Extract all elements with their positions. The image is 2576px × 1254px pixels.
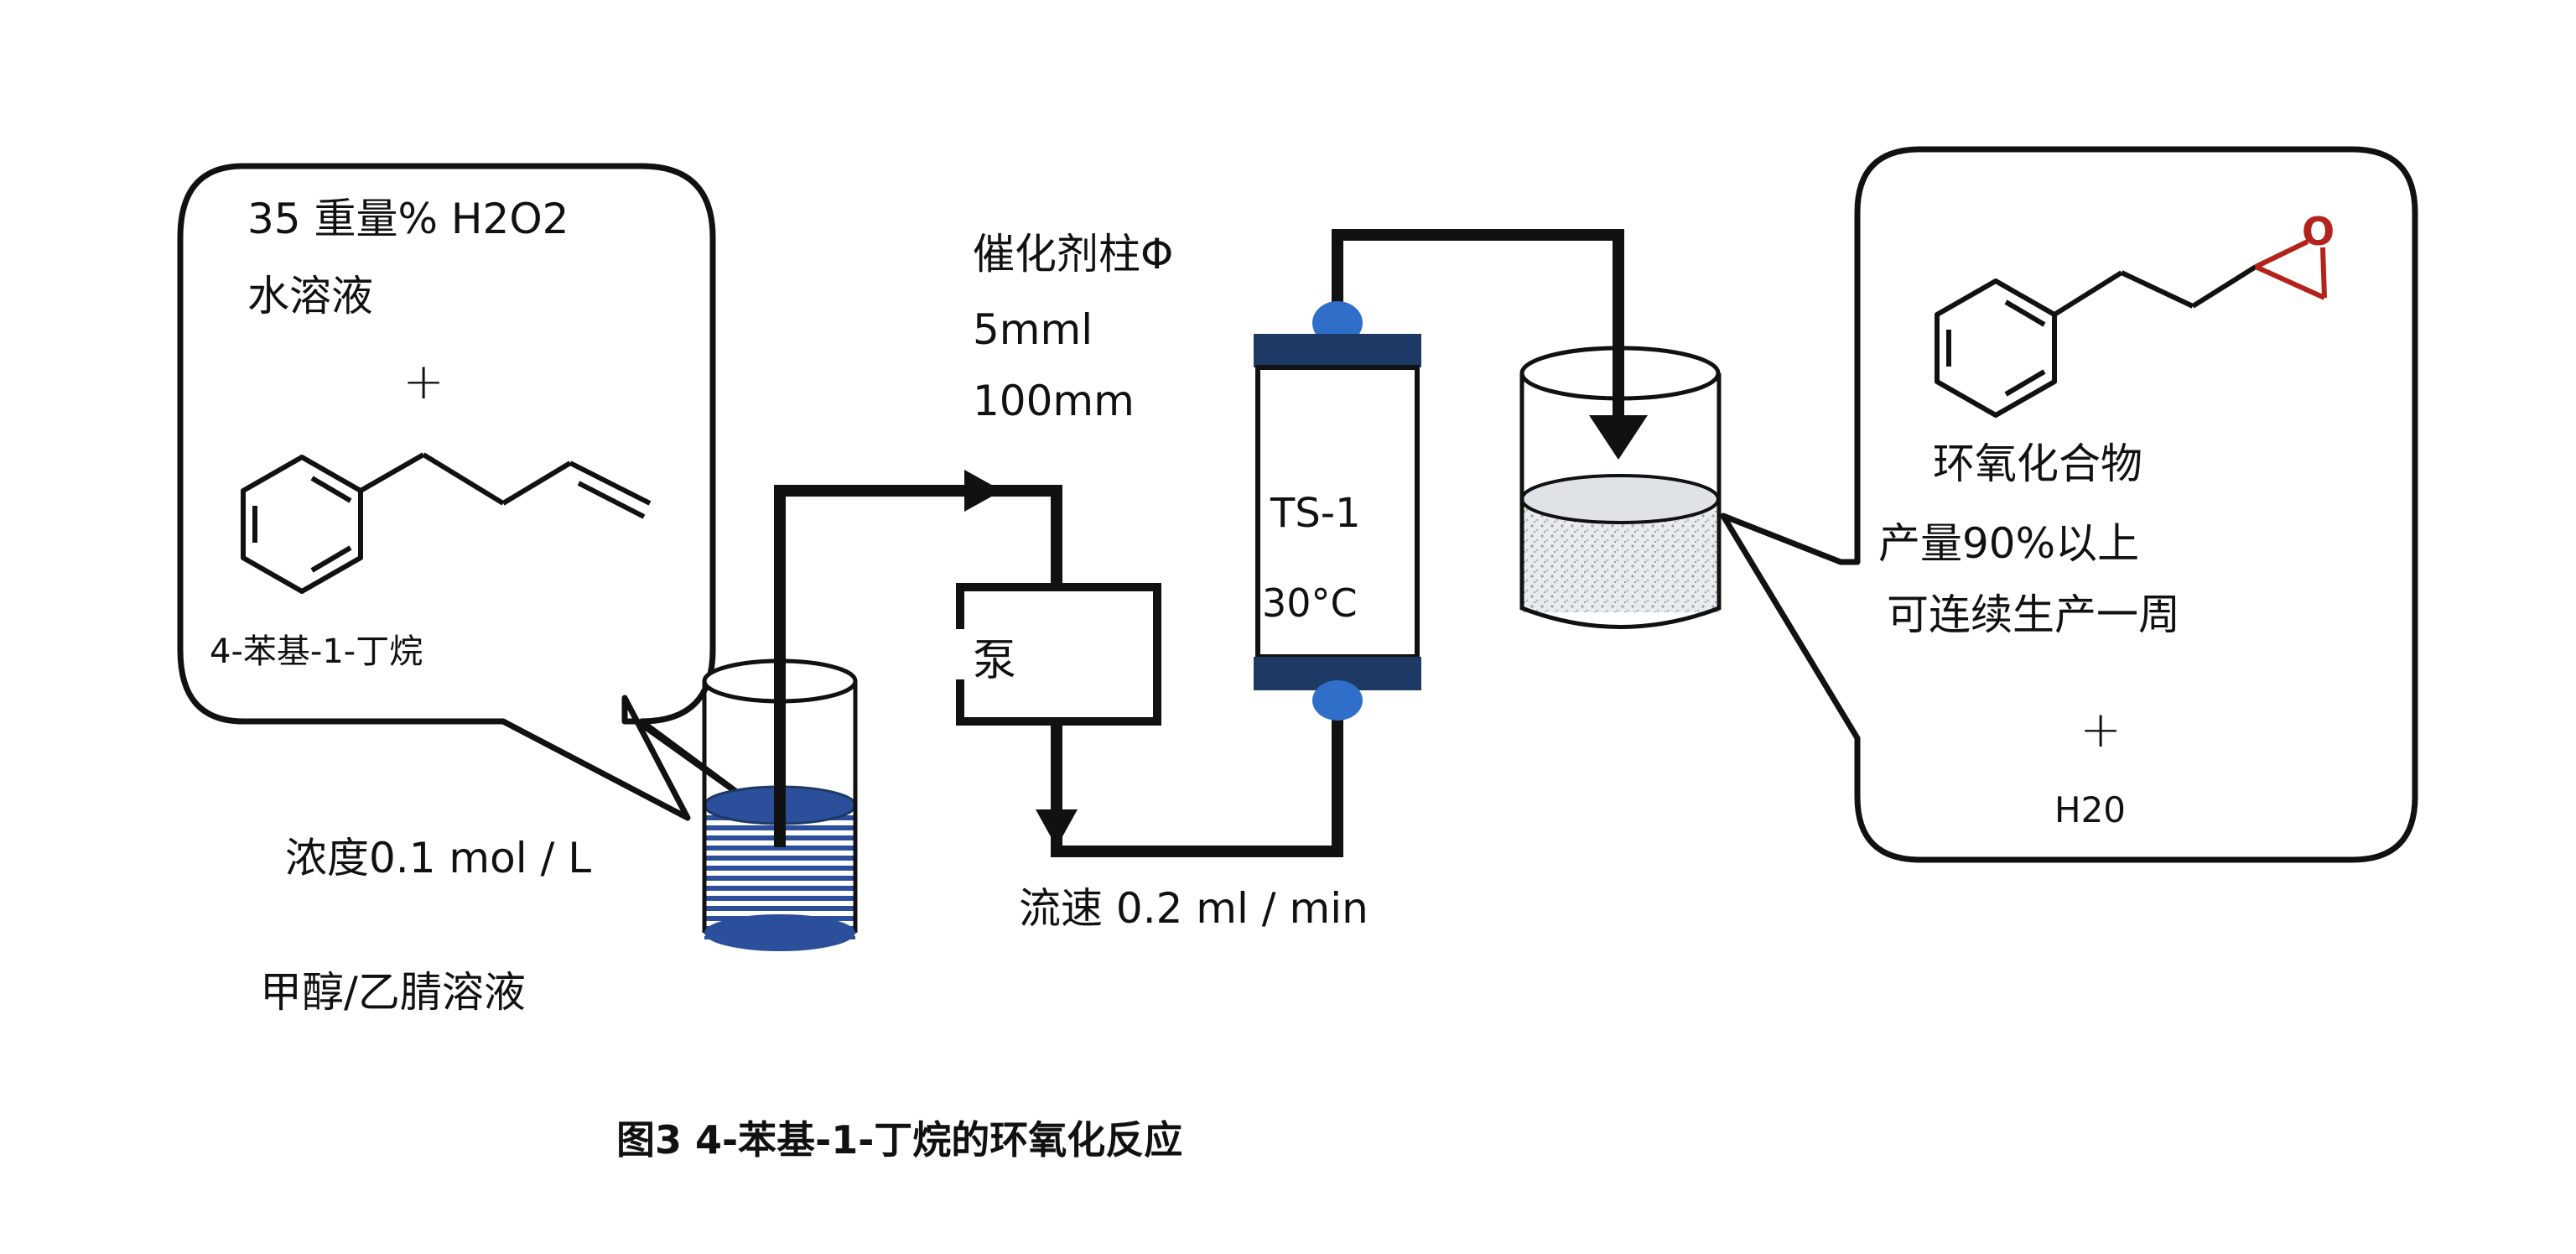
- aqueous-solution-label: 水溶液: [247, 272, 373, 320]
- flow-arrow-down: [1036, 809, 1078, 847]
- byproduct-water: H20: [2054, 789, 2126, 830]
- flow-arrow-into-product: [1589, 415, 1648, 460]
- reactant-compound-name: 4-苯基-1-丁烷: [210, 632, 423, 671]
- phenylbutene-structure: [241, 452, 652, 594]
- product-name: 环氧化合物: [1933, 440, 2142, 488]
- pump-outlet-tubing: [1051, 700, 1343, 857]
- column-title: 催化剂柱Φ: [973, 230, 1173, 278]
- production-duration: 可连续生产一周: [1887, 591, 2180, 639]
- pump-body: [956, 583, 1161, 726]
- column-bottom-knob: [1312, 680, 1363, 721]
- column-length: 100mm: [973, 377, 1135, 425]
- feed-concentration-label: 浓度0.1 mol / L: [285, 834, 591, 882]
- epoxide-oxygen-label: O: [2302, 209, 2334, 254]
- reactant-callout-bubble: [177, 163, 758, 821]
- catalyst-column: [1254, 235, 1421, 721]
- flow-rate-label: 流速 0.2 ml / min: [1019, 884, 1368, 933]
- h2o2-solution-label: 35 重量% H2O2: [247, 195, 569, 243]
- figure-caption: 图3 4-苯基-1-丁烷的环氧化反应: [616, 1117, 1182, 1163]
- product-yield: 产量90%以上: [1878, 519, 2139, 568]
- product-callout-bubble: [1720, 146, 2418, 863]
- product-beaker: [1519, 346, 1722, 629]
- feed-solvent-label: 甲醇/乙腈溶液: [260, 968, 526, 1017]
- catalyst-label: TS-1: [1270, 490, 1361, 537]
- column-diameter: 5mml: [973, 305, 1093, 354]
- column-outlet-tubing: [1332, 229, 1624, 419]
- column-temperature: 30°C: [1262, 580, 1358, 626]
- reactant-plus-sign: +: [402, 352, 444, 411]
- pump-label: 泵: [973, 636, 1016, 686]
- epoxide-structure: [1935, 239, 2327, 418]
- flow-arrow-right: [964, 470, 1002, 512]
- feed-tubing: [774, 485, 1062, 847]
- column-top-cap: [1254, 334, 1421, 367]
- product-plus-sign: +: [2080, 700, 2122, 759]
